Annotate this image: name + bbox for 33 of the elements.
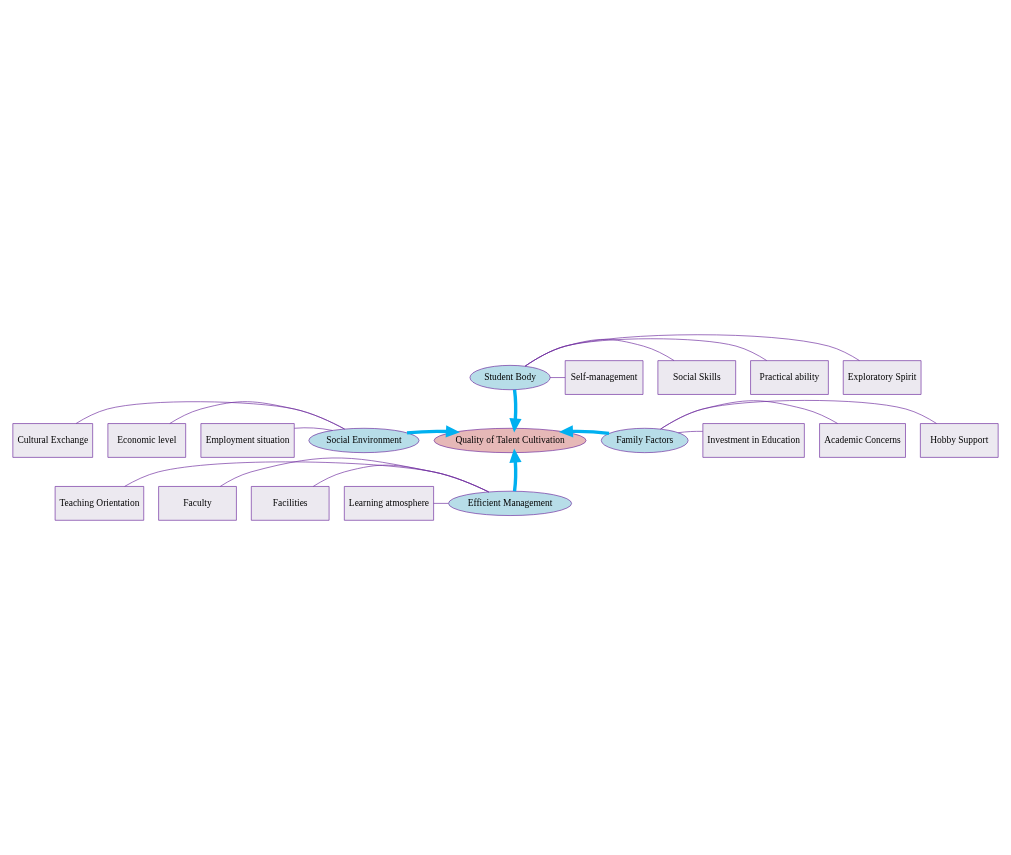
connector: [124, 461, 490, 493]
node-box: Exploratory Spirit: [842, 360, 922, 395]
node-box: Practical ability: [750, 360, 829, 395]
connector: [677, 431, 704, 433]
node-box: Economic level: [107, 423, 186, 458]
arrow: [509, 448, 522, 492]
node-box: Self-management: [564, 360, 644, 395]
arrow: [406, 425, 460, 438]
connector: [75, 401, 345, 430]
node-box: Faculty: [158, 486, 237, 521]
node-box: Teaching Orientation: [54, 486, 145, 521]
node-ellipse: Efficient Management: [448, 490, 572, 516]
node-box: Hobby Support: [920, 423, 999, 458]
connector: [524, 334, 860, 367]
arrow: [558, 425, 610, 438]
node-ellipse: Family Factors: [600, 427, 689, 453]
connector: [169, 401, 345, 430]
node-ellipse: Student Body: [469, 365, 551, 391]
node-box: Social Skills: [657, 360, 736, 395]
node-box: Cultural Exchange: [12, 423, 93, 458]
node-box: Learning atmosphere: [344, 486, 434, 521]
connector: [312, 464, 490, 493]
arrow: [509, 389, 522, 433]
node-box: Facilities: [250, 486, 330, 521]
connector: [433, 503, 449, 504]
connector: [294, 427, 333, 431]
connector: [549, 377, 566, 378]
node-box: Academic Concerns: [819, 423, 906, 458]
connector: [660, 400, 937, 430]
node-ellipse: Social Environment: [308, 427, 420, 453]
node-box: Investment in Education: [702, 423, 805, 458]
node-box: Employment situation: [200, 423, 295, 458]
connector: [219, 457, 490, 493]
